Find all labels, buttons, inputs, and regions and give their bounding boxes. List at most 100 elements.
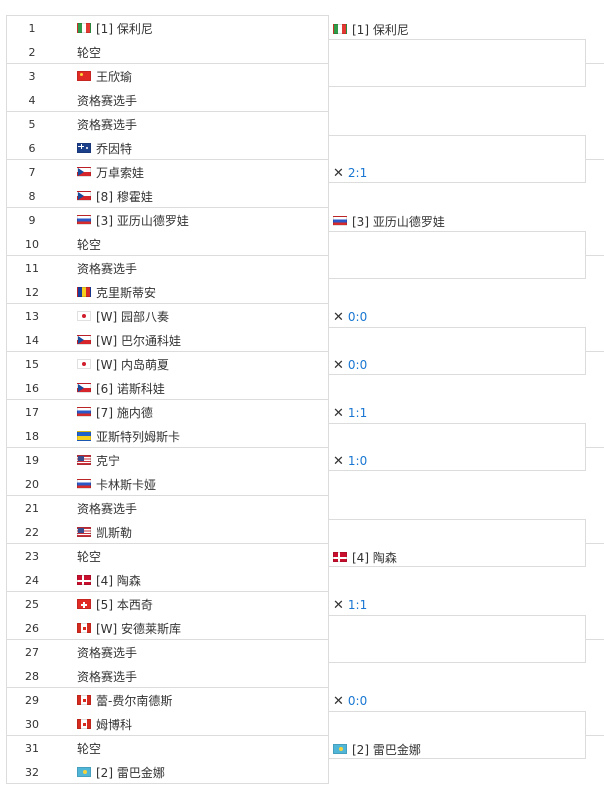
- player-entry[interactable]: 王欣瑜: [57, 68, 132, 85]
- player-name[interactable]: 姆博科: [96, 717, 133, 732]
- player-entry[interactable]: 资格赛选手: [57, 644, 137, 661]
- player-name[interactable]: 轮空: [77, 549, 102, 564]
- player-name[interactable]: [W] 安德莱斯库: [96, 621, 182, 636]
- player-entry[interactable]: 轮空: [57, 236, 101, 253]
- player-entry[interactable]: 乔因特: [57, 140, 132, 157]
- player-entry[interactable]: 万卓索娃: [57, 164, 144, 181]
- player-name[interactable]: [3] 亚历山德罗娃: [96, 213, 189, 228]
- player-name[interactable]: [5] 本西奇: [96, 597, 153, 612]
- h2h-score[interactable]: ✕0:0: [333, 309, 367, 325]
- player-entry[interactable]: 轮空: [57, 44, 101, 61]
- player-name[interactable]: 万卓索娃: [96, 165, 145, 180]
- player-name[interactable]: [4] 陶森: [352, 550, 397, 565]
- draw-slot[interactable]: 16[6] 诺斯科娃: [7, 376, 328, 400]
- player-name[interactable]: [W] 内岛萌夏: [96, 357, 170, 372]
- player-entry[interactable]: [6] 诺斯科娃: [57, 380, 165, 397]
- player-entry[interactable]: 克宁: [57, 452, 120, 469]
- player-entry[interactable]: [5] 本西奇: [57, 596, 153, 613]
- player-entry[interactable]: 资格赛选手: [57, 668, 137, 685]
- head-to-head-link[interactable]: 1:0: [347, 454, 368, 468]
- player-name[interactable]: [7] 施内德: [96, 405, 153, 420]
- player-entry[interactable]: [3] 亚历山德罗娃: [57, 212, 189, 229]
- player-name[interactable]: 卡林斯卡娅: [96, 477, 157, 492]
- player-entry[interactable]: [W] 安德莱斯库: [57, 620, 181, 637]
- player-name[interactable]: 亚斯特列姆斯卡: [96, 429, 181, 444]
- round2-player[interactable]: [1] 保利尼: [333, 21, 409, 37]
- player-name[interactable]: [1] 保利尼: [96, 21, 153, 36]
- player-name[interactable]: 轮空: [77, 45, 102, 60]
- player-entry[interactable]: 轮空: [57, 740, 101, 757]
- player-name[interactable]: 蕾-费尔南德斯: [96, 693, 173, 708]
- player-entry[interactable]: [2] 雷巴金娜: [57, 764, 165, 781]
- player-entry[interactable]: [7] 施内德: [57, 404, 153, 421]
- draw-slot[interactable]: 26[W] 安德莱斯库: [7, 616, 328, 640]
- player-name[interactable]: 王欣瑜: [96, 69, 133, 84]
- draw-slot[interactable]: 13[W] 园部八奏: [7, 304, 328, 328]
- player-entry[interactable]: 凯斯勒: [57, 524, 132, 541]
- player-entry[interactable]: 克里斯蒂安: [57, 284, 156, 301]
- player-entry[interactable]: [8] 穆霍娃: [57, 188, 153, 205]
- player-entry[interactable]: 资格赛选手: [57, 92, 137, 109]
- draw-slot[interactable]: 24[4] 陶森: [7, 568, 328, 592]
- draw-slot[interactable]: 1[1] 保利尼: [7, 16, 328, 40]
- player-entry[interactable]: [1] 保利尼: [57, 20, 153, 37]
- player-entry[interactable]: 轮空: [57, 548, 101, 565]
- draw-slot[interactable]: 25[5] 本西奇: [7, 592, 328, 616]
- head-to-head-link[interactable]: 2:1: [347, 166, 368, 180]
- player-entry[interactable]: 亚斯特列姆斯卡: [57, 428, 180, 445]
- player-name[interactable]: [8] 穆霍娃: [96, 189, 153, 204]
- h2h-score[interactable]: ✕1:1: [333, 597, 367, 613]
- draw-slot[interactable]: 17[7] 施内德: [7, 400, 328, 424]
- player-entry[interactable]: [4] 陶森: [57, 572, 141, 589]
- head-to-head-link[interactable]: 1:1: [347, 598, 368, 612]
- player-entry[interactable]: 蕾-费尔南德斯: [57, 692, 172, 709]
- player-entry[interactable]: 姆博科: [57, 716, 132, 733]
- head-to-head-link[interactable]: 0:0: [347, 358, 368, 372]
- player-entry[interactable]: [W] 巴尔通科娃: [57, 332, 181, 349]
- player-name[interactable]: 乔因特: [96, 141, 133, 156]
- player-name[interactable]: [W] 园部八奏: [96, 309, 170, 324]
- player-entry[interactable]: [W] 内岛萌夏: [57, 356, 169, 373]
- head-to-head-link[interactable]: 0:0: [347, 694, 368, 708]
- round2-player[interactable]: [4] 陶森: [333, 549, 397, 565]
- player-name[interactable]: [1] 保利尼: [352, 22, 409, 37]
- player-name[interactable]: [2] 雷巴金娜: [96, 765, 165, 780]
- player-name[interactable]: [4] 陶森: [96, 573, 141, 588]
- round2-player[interactable]: [3] 亚历山德罗娃: [333, 213, 445, 229]
- player-entry[interactable]: 卡林斯卡娅: [57, 476, 156, 493]
- draw-slot[interactable]: 32[2] 雷巴金娜: [7, 760, 328, 784]
- player-name[interactable]: [W] 巴尔通科娃: [96, 333, 182, 348]
- player-name[interactable]: 资格赛选手: [77, 117, 138, 132]
- h2h-score[interactable]: ✕1:0: [333, 453, 367, 469]
- head-to-head-link[interactable]: 1:1: [347, 406, 368, 420]
- h2h-score[interactable]: ✕1:1: [333, 405, 367, 421]
- player-name[interactable]: 克宁: [96, 453, 121, 468]
- player-name[interactable]: 轮空: [77, 741, 102, 756]
- h2h-score[interactable]: ✕0:0: [333, 357, 367, 373]
- player-name[interactable]: [3] 亚历山德罗娃: [352, 214, 445, 229]
- draw-slot[interactable]: 15[W] 内岛萌夏: [7, 352, 328, 376]
- player-entry[interactable]: 资格赛选手: [57, 500, 137, 517]
- player-name[interactable]: 资格赛选手: [77, 669, 138, 684]
- player-name[interactable]: 资格赛选手: [77, 645, 138, 660]
- player-name[interactable]: 资格赛选手: [77, 501, 138, 516]
- draw-slot[interactable]: 8[8] 穆霍娃: [7, 184, 328, 208]
